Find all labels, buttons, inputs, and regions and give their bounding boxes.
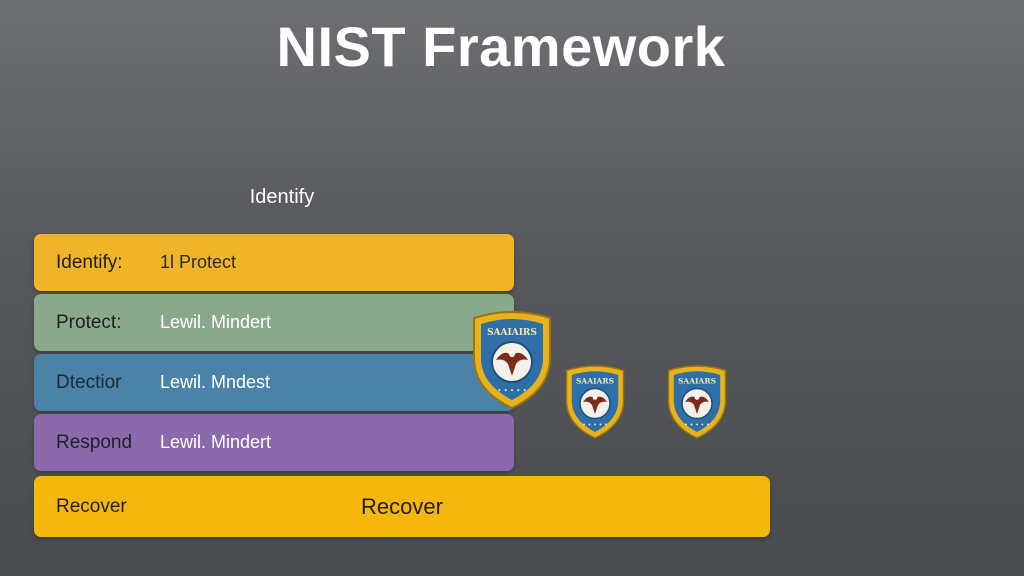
- band-center-label: Recover: [361, 494, 443, 519]
- band-label: Respond: [56, 432, 133, 453]
- band-description: Lewil. Mindert: [160, 312, 272, 332]
- band-respond: Respond Lewil. Mindert: [34, 414, 514, 471]
- badge-lettering: SAAIARS: [678, 376, 716, 385]
- band-recover: Recover Recover: [34, 476, 770, 537]
- shield-eagle-badge-icon: SAAIARS • • • • •: [664, 362, 730, 442]
- band-description: Lewil. Mndest: [160, 372, 271, 392]
- badge-lettering: SAAIARS: [576, 376, 614, 385]
- band-description: 1l Protect: [160, 252, 237, 272]
- band-label: Protect:: [56, 312, 122, 333]
- badge-lettering: SAAIAIRS: [487, 328, 537, 338]
- shield-eagle-badge-icon: SAAIARS • • • • •: [562, 362, 628, 442]
- page-title: NIST Framework: [276, 15, 726, 78]
- band-label: Dtectior: [56, 372, 122, 393]
- band-identify: Identify: 1l Protect: [34, 234, 514, 291]
- band-description: Lewil. Mindert: [160, 432, 272, 452]
- svg-text:• • • • •: • • • • •: [582, 422, 607, 429]
- band-label: Recover: [56, 496, 127, 517]
- band-detect: Dtectior Lewil. Mndest: [34, 354, 514, 411]
- svg-text:• • • • •: • • • • •: [684, 422, 709, 429]
- band-protect: Protect: Lewil. Mindert: [34, 294, 514, 351]
- shield-eagle-badge-icon: SAAIAIRS • • • • •: [468, 308, 556, 412]
- band-label: Identify:: [56, 252, 123, 273]
- svg-text:• • • • •: • • • • •: [497, 387, 527, 395]
- subtitle: Identify: [249, 186, 315, 208]
